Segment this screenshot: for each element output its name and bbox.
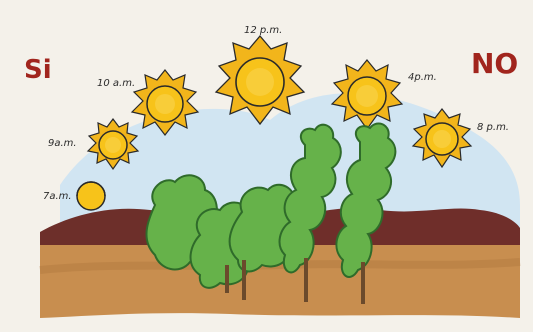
label-si: Si [24, 55, 52, 85]
label-12pm: 12 p.m. [244, 25, 282, 36]
label-9am: 9a.m. [48, 138, 77, 149]
label-10am: 10 a.m. [97, 78, 135, 89]
label-4pm: 4p.m. [408, 72, 437, 83]
label-7am: 7a.m. [43, 191, 72, 202]
label-8pm: 8 p.m. [477, 122, 509, 133]
label-no: NO [471, 47, 518, 80]
sun-icon [77, 182, 105, 210]
